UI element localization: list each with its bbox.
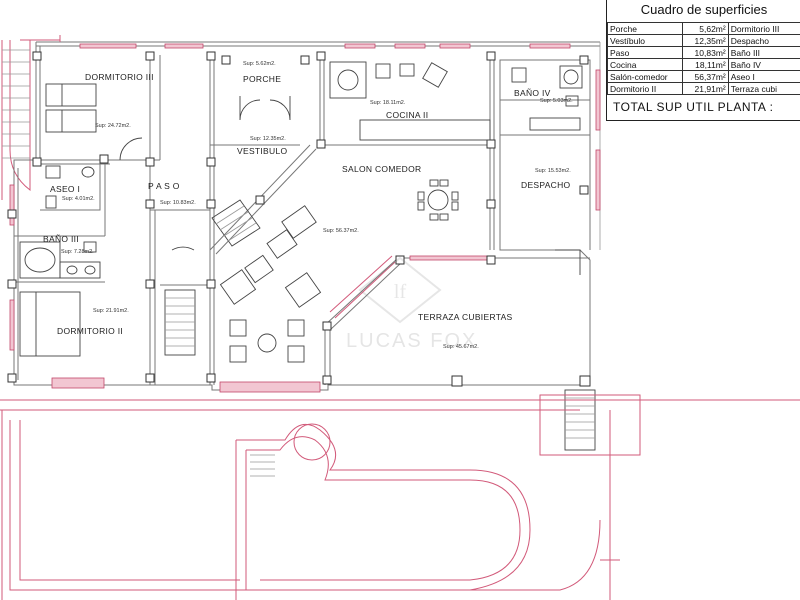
- legend-row-value: 5,62m²: [682, 22, 729, 35]
- legend-row: Paso 10,83m² Baño III: [607, 46, 800, 59]
- room-sup-dormitorio-2: Sup: 21.91m2.: [93, 308, 129, 314]
- room-name-bano-4: BAÑO IV: [514, 88, 551, 98]
- legend-row-right: Terraza cubi: [727, 82, 800, 95]
- room-labels: DORMITORIO III Sup: 24.72m2. PORCHE Sup:…: [43, 61, 573, 350]
- legend-row: Dormitorio II 21,91m² Terraza cubi: [607, 82, 800, 95]
- legend-row-value: 10,83m²: [682, 46, 729, 59]
- room-sup-bano-4: Sup: 5.03m2.: [540, 98, 573, 104]
- room-name-porche: PORCHE: [243, 74, 281, 84]
- room-sup-bano-3: Sup: 7.28m2.: [61, 249, 94, 255]
- legend-row-value: 56,37m²: [682, 70, 729, 83]
- watermark-logo: lf: [358, 256, 442, 324]
- legend-row-name: Salón-comedor: [607, 70, 684, 83]
- legend-row-name: Cocina: [607, 58, 684, 71]
- legend-row: Porche 5,62m² Dormitorio III: [607, 22, 800, 35]
- legend-row-name: Dormitorio II: [607, 82, 684, 95]
- room-name-despacho: DESPACHO: [521, 180, 571, 190]
- room-sup-vestibulo: Sup: 12.35m2.: [250, 136, 286, 142]
- legend-row: Cocina 18,11m² Baño IV: [607, 58, 800, 71]
- room-sup-despacho: Sup: 15.53m2.: [535, 168, 571, 174]
- legend-row: Vestíbulo 12,35m² Despacho: [607, 34, 800, 47]
- legend-row-value: 21,91m²: [682, 82, 729, 95]
- room-name-vestibulo: VESTIBULO: [237, 146, 287, 156]
- room-sup-dormitorio-3: Sup: 24.72m2.: [95, 123, 131, 129]
- legend-row-value: 12,35m²: [682, 34, 729, 47]
- legend-row: Salón-comedor 56,37m² Aseo I: [607, 70, 800, 83]
- left-exterior-steps: [1, 40, 31, 200]
- legend-row-name: Porche: [607, 22, 684, 35]
- legend-total: TOTAL SUP UTIL PLANTA :: [613, 100, 774, 114]
- room-name-dormitorio-2: DORMITORIO II: [57, 326, 123, 336]
- legend-row-right: Baño III: [727, 46, 800, 59]
- surface-legend: Cuadro de superficies Porche 5,62m² Dorm…: [606, 0, 800, 121]
- room-name-bano-3: BAÑO III: [43, 234, 79, 244]
- legend-table: Porche 5,62m² Dormitorio III Vestíbulo 1…: [607, 22, 800, 95]
- room-sup-salon: Sup: 56.37m2.: [323, 228, 359, 234]
- room-sup-aseo-1: Sup: 4.01m2.: [62, 196, 95, 202]
- legend-row-value: 18,11m²: [682, 58, 729, 71]
- legend-row-right: Baño IV: [727, 58, 800, 71]
- watermark-text: LUCAS FOX: [346, 330, 478, 352]
- windows: [9, 43, 601, 393]
- room-sup-paso: Sup: 10.83m2.: [160, 200, 196, 206]
- room-name-terraza: TERRAZA CUBIERTAS: [418, 312, 513, 322]
- legend-row-name: Vestíbulo: [607, 34, 684, 47]
- room-name-paso: P A S O: [148, 181, 180, 191]
- room-sup-terraza: Sup: 45.67m2.: [443, 344, 479, 350]
- legend-row-name: Paso: [607, 46, 684, 59]
- furniture: [19, 61, 641, 456]
- room-name-salon: SALON COMEDOR: [342, 164, 421, 174]
- legend-row-right: Aseo I: [727, 70, 800, 83]
- legend-row-right: Despacho: [727, 34, 800, 47]
- svg-text:lf: lf: [394, 281, 407, 303]
- room-name-aseo-1: ASEO I: [50, 184, 80, 194]
- legend-row-right: Dormitorio III: [727, 22, 800, 35]
- room-sup-porche: Sup: 5.62m2.: [243, 61, 276, 67]
- outer-walls: [13, 35, 601, 391]
- room-name-cocina: COCINA II: [386, 110, 428, 120]
- columns: [7, 51, 591, 387]
- room-sup-cocina: Sup: 18.11m2.: [370, 100, 406, 106]
- legend-title: Cuadro de superficies: [640, 2, 768, 17]
- room-name-dormitorio-3: DORMITORIO III: [85, 72, 154, 82]
- pool-outline: [0, 399, 800, 600]
